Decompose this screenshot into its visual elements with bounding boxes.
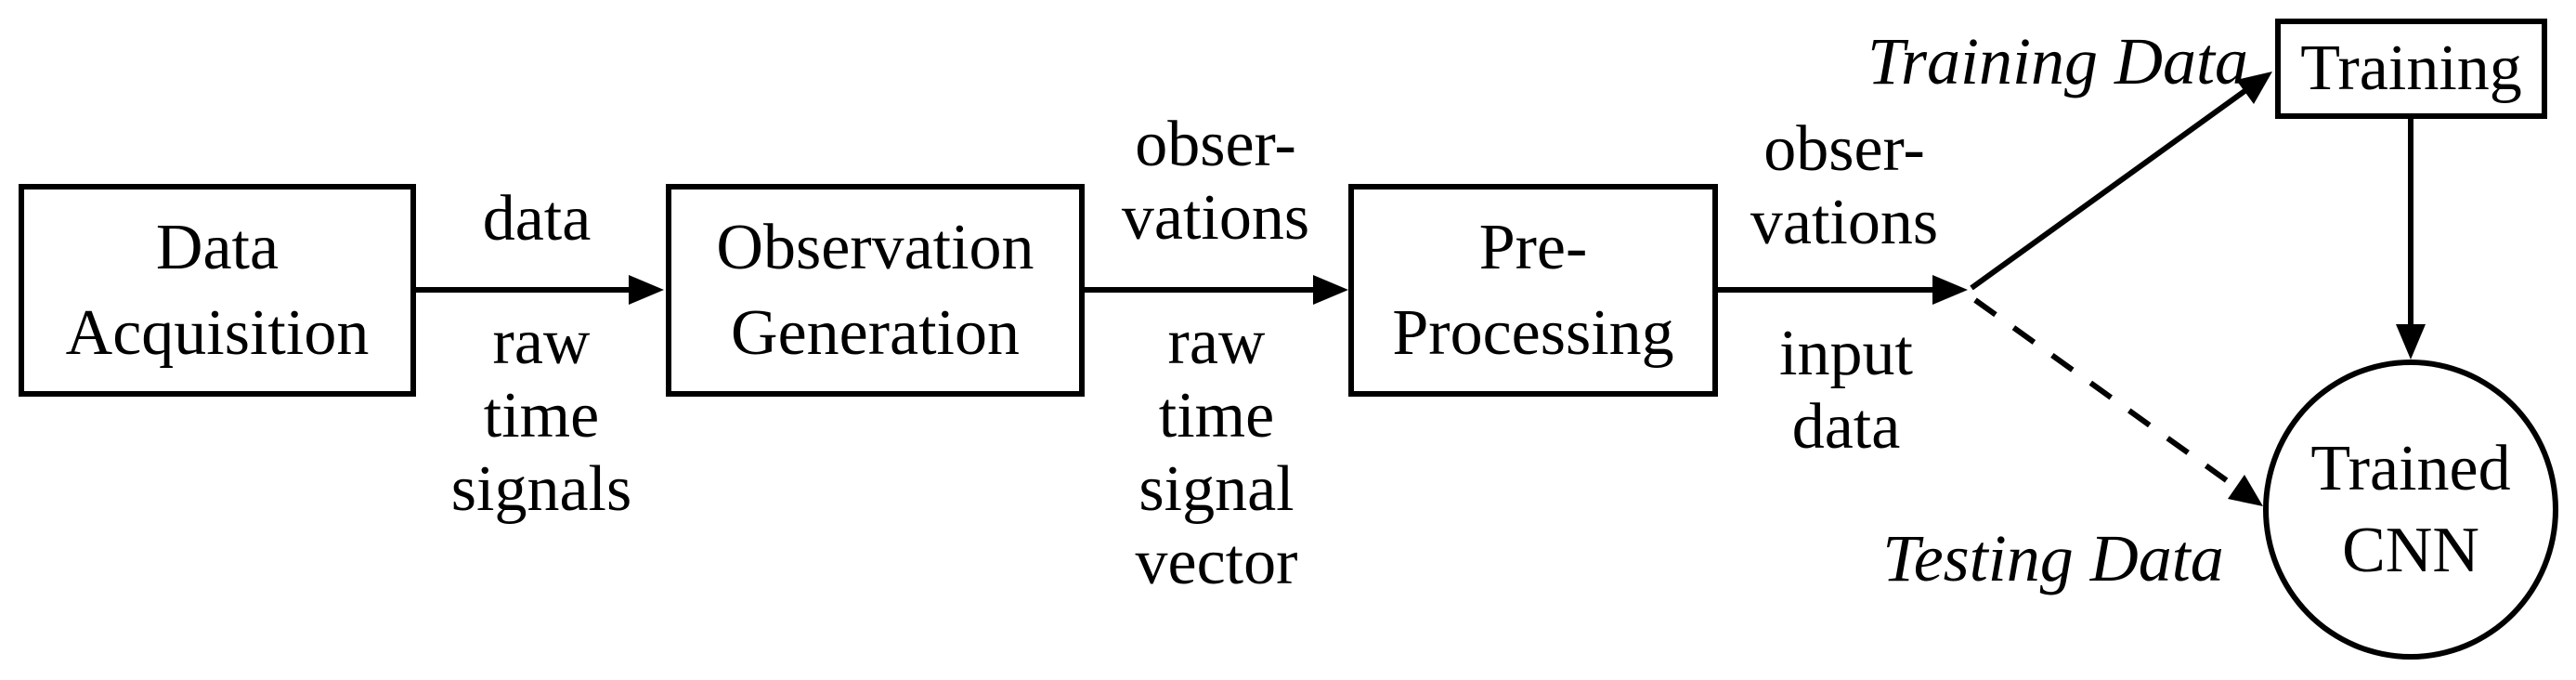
edge-label-training-data: Training Data [1867,24,2249,98]
node-training: Training [2275,19,2547,119]
arrow-branch-to-trained-cnn [1973,297,2263,506]
arrow-acquisition-to-observation [416,275,664,305]
edge-label-data: data [482,183,592,255]
node-observation-generation: Observation Generation [666,184,1085,397]
node-observation-generation-line1: Observation [716,211,1034,283]
node-pre-processing-line1: Pre- [1478,211,1588,283]
node-pre-processing-line2: Processing [1392,296,1674,369]
node-trained-cnn-line1: Trained [2310,432,2511,504]
node-trained-cnn-line2: CNN [2342,514,2479,586]
node-data-acquisition-line2: Acquisition [65,296,370,369]
node-pre-processing: Pre- Processing [1348,184,1718,397]
node-trained-cnn: Trained CNN [2263,360,2558,660]
edge-label-observations-1: obser- vations [1121,109,1310,254]
node-data-acquisition: Data Acquisition [19,184,416,397]
edge-label-observations-2: obser- vations [1750,113,1939,258]
arrow-training-to-trained-cnn [2396,119,2426,360]
node-observation-generation-line2: Generation [731,296,1020,369]
arrow-observation-to-preprocessing [1085,275,1348,305]
arrow-branch-to-training [1970,72,2272,291]
arrow-preprocessing-to-branch [1718,275,1968,305]
node-data-acquisition-line1: Data [155,211,280,283]
edge-label-raw-time-signal-vector: raw time signal vector [1135,307,1298,598]
edge-label-raw-time-signals: raw time signals [450,307,632,525]
node-training-line1: Training [2300,33,2522,104]
edge-label-testing-data: Testing Data [1882,521,2224,595]
edge-label-input-data: input data [1779,318,1913,463]
